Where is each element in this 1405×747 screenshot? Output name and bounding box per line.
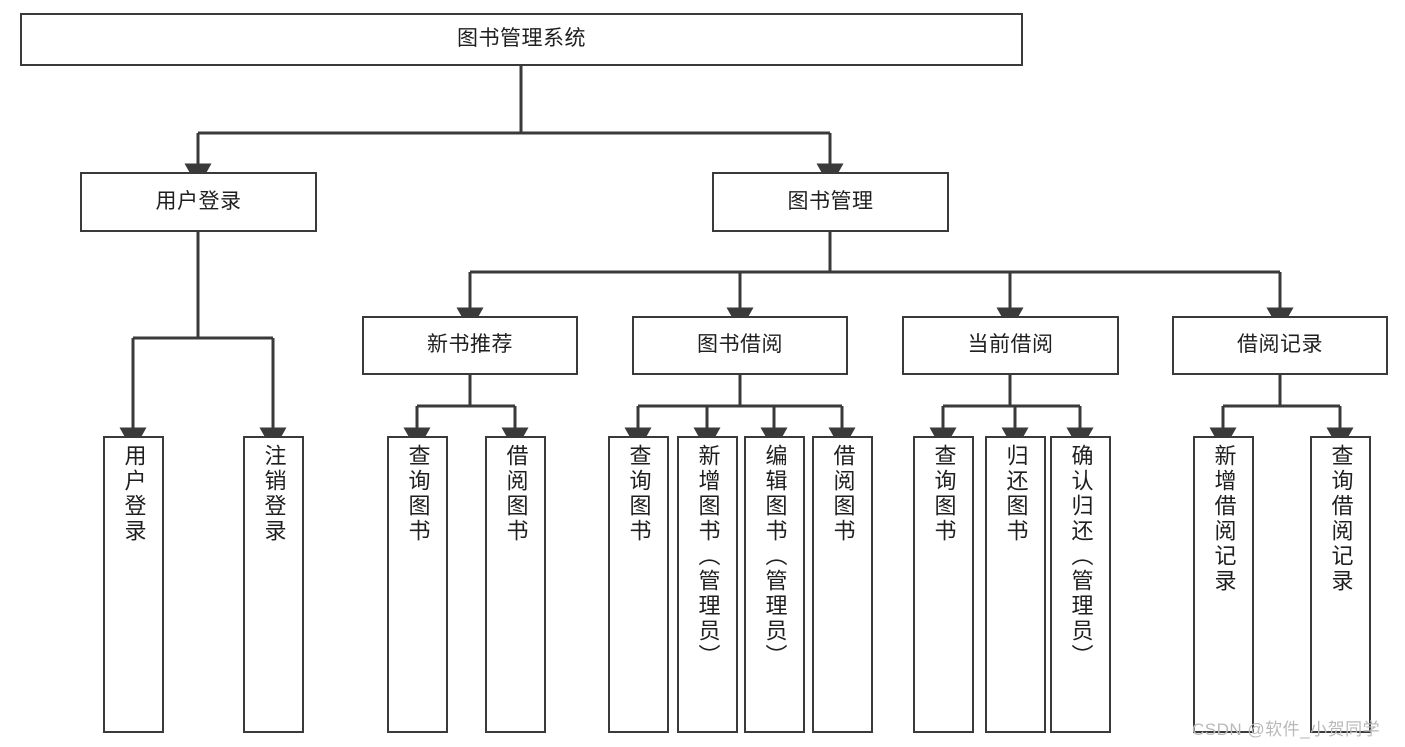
node-borrow-record[interactable]: 借阅记录 bbox=[1172, 316, 1388, 375]
node-label: 查询图书 bbox=[626, 444, 652, 544]
node-leaf-query-3[interactable]: 查询图书 bbox=[913, 436, 974, 733]
node-label: 借阅图书 bbox=[830, 444, 856, 544]
node-new-book-rec[interactable]: 新书推荐 bbox=[362, 316, 578, 375]
node-label: 用户登录 bbox=[155, 189, 242, 213]
node-leaf-add-record[interactable]: 新增借阅记录 bbox=[1193, 436, 1254, 733]
node-label: 确认归还（管理员） bbox=[1068, 444, 1094, 669]
node-leaf-confirm[interactable]: 确认归还（管理员） bbox=[1050, 436, 1111, 733]
node-leaf-edit-book[interactable]: 编辑图书（管理员） bbox=[744, 436, 805, 733]
node-book-manage[interactable]: 图书管理 bbox=[712, 172, 949, 232]
node-label: 图书管理 bbox=[787, 189, 874, 213]
node-leaf-query-1[interactable]: 查询图书 bbox=[387, 436, 448, 733]
node-label: 新增借阅记录 bbox=[1211, 444, 1237, 594]
node-label: 查询图书 bbox=[405, 444, 431, 544]
node-label: 新增图书（管理员） bbox=[695, 444, 721, 669]
node-current-borrow[interactable]: 当前借阅 bbox=[902, 316, 1119, 375]
node-label: 新书推荐 bbox=[427, 333, 513, 357]
node-leaf-logout[interactable]: 注销登录 bbox=[243, 436, 304, 733]
watermark-text: CSDN @软件_小贺同学 bbox=[1192, 720, 1381, 739]
node-label: 查询图书 bbox=[931, 444, 957, 544]
node-leaf-borrow-2[interactable]: 借阅图书 bbox=[812, 436, 873, 733]
node-label: 查询借阅记录 bbox=[1328, 444, 1354, 594]
node-user-login[interactable]: 用户登录 bbox=[80, 172, 317, 232]
node-label: 图书管理系统 bbox=[457, 27, 586, 51]
node-label: 借阅记录 bbox=[1237, 333, 1323, 357]
node-leaf-return[interactable]: 归还图书 bbox=[985, 436, 1046, 733]
node-label: 注销登录 bbox=[261, 444, 287, 544]
node-label: 当前借阅 bbox=[967, 333, 1054, 357]
node-book-borrow[interactable]: 图书借阅 bbox=[632, 316, 848, 375]
node-leaf-query-2[interactable]: 查询图书 bbox=[608, 436, 669, 733]
node-leaf-user-login[interactable]: 用户登录 bbox=[103, 436, 164, 733]
node-label: 图书借阅 bbox=[697, 333, 783, 357]
node-label: 用户登录 bbox=[121, 444, 147, 544]
node-leaf-borrow-1[interactable]: 借阅图书 bbox=[485, 436, 546, 733]
node-leaf-add-book[interactable]: 新增图书（管理员） bbox=[677, 436, 738, 733]
connector-group bbox=[119, 66, 1354, 452]
node-label: 借阅图书 bbox=[503, 444, 529, 544]
node-leaf-query-rec[interactable]: 查询借阅记录 bbox=[1310, 436, 1371, 733]
node-label: 归还图书 bbox=[1003, 444, 1029, 544]
node-root[interactable]: 图书管理系统 bbox=[20, 13, 1023, 66]
node-label: 编辑图书（管理员） bbox=[762, 444, 788, 669]
